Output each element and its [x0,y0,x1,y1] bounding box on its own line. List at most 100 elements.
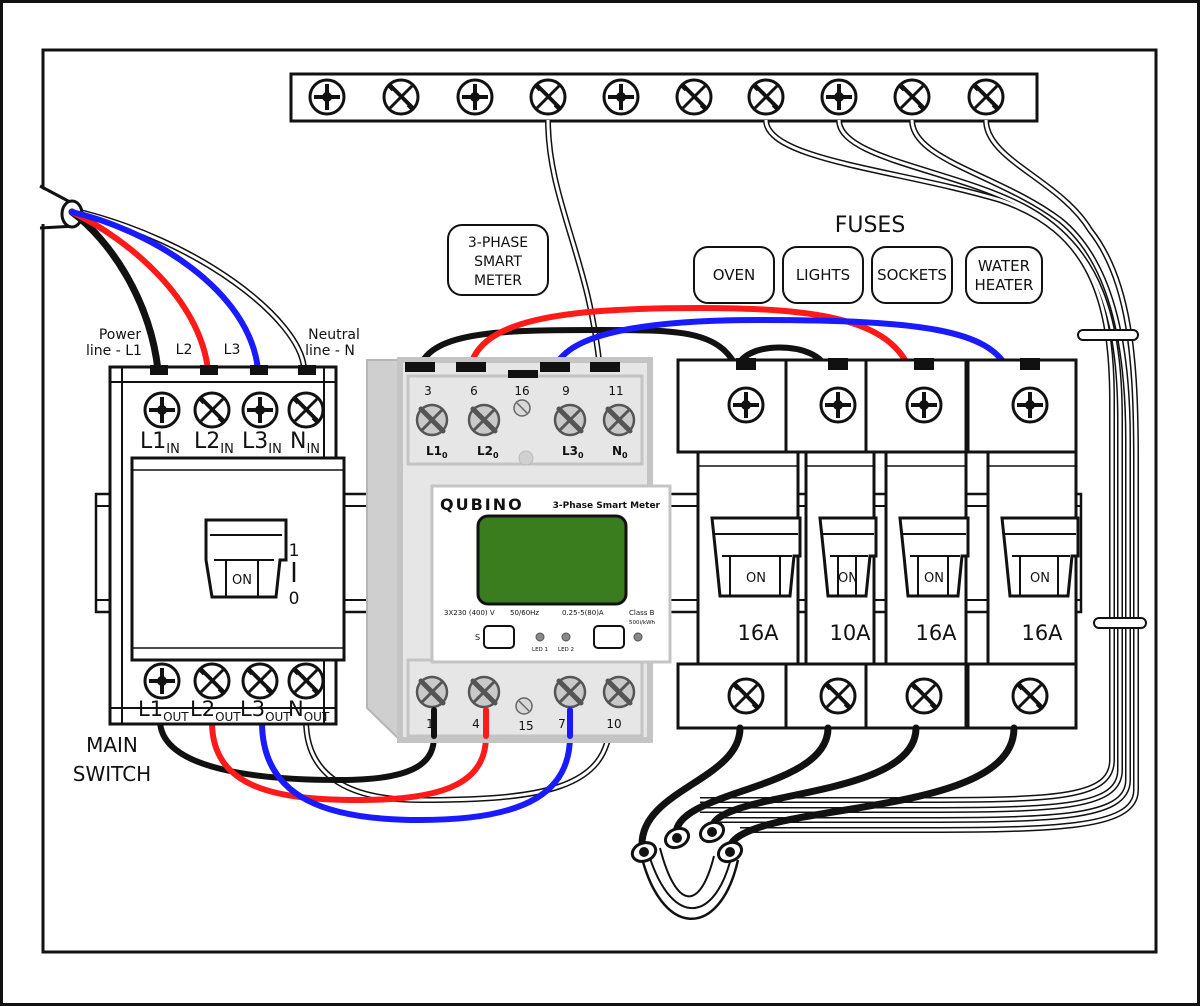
breaker-screw-icon [905,386,943,424]
terminal-screw-icon [241,391,279,429]
busbar-screw-icon [820,78,858,116]
meter-terminal-number: 16 [514,384,529,398]
switch-in-terminal-l2: L2IN [194,429,234,457]
breaker-on-label: ON [924,571,944,586]
meter-screw-icon [555,405,585,435]
main-switch-label-2: SWITCH [73,762,151,786]
callout-line-2: SMART [474,254,522,270]
breaker-lever[interactable]: ON [818,516,878,598]
meter-terminal-number: 15 [518,719,533,733]
breaker-terminal-slot [1020,358,1040,370]
busbar-screw-icon [384,80,418,114]
switch-out-terminal-l1: L1OUT [138,697,189,724]
fuse-label-sockets: SOCKETS [871,246,953,304]
terminal-screw-icon [143,662,181,700]
led2-icon [561,632,571,642]
meter-display [476,514,628,606]
switch-in-terminal-l3: L3IN [242,429,282,457]
neutral-line-label-2: line - N [305,343,355,359]
meter-terminal-number: 3 [424,384,432,398]
main-switch-label: MAIN [86,733,138,757]
terminal-screw-icon [195,393,229,427]
meter-spec-current: 0.25-5(80)A [562,609,604,617]
l3-label: L3 [224,342,241,358]
breaker-3: ON 16A [864,358,970,730]
smart-meter: 3 6 16 9 11 L10 L20 L30 N0 QUBINO 3-Phas… [366,357,672,743]
switch-out-terminal-l2: L2OUT [190,697,241,724]
meter-s-label: S [475,633,480,642]
meter-spec-class: Class B [629,609,655,617]
meter-impulse-label: 500i/kWh [629,620,656,626]
meter-terminal-number: 6 [470,384,478,398]
breaker-lever[interactable]: ON [1000,516,1080,598]
callout-line-1: 3-PHASE [468,235,528,251]
terminal-busbar [289,72,1039,123]
terminal-screw-icon [289,664,323,698]
meter-terminal-number: 10 [606,717,621,731]
terminal-screw-icon [195,664,229,698]
terminal-screw-icon [243,664,277,698]
meter-label-l2: L20 [477,444,499,460]
cable-tie [1093,617,1147,629]
busbar-screw-icon [677,80,711,114]
breaker-rating: 16A [915,621,957,645]
meter-terminal-number: 11 [608,384,623,398]
l2-label: L2 [176,342,193,358]
main-switch-lever[interactable]: ON [204,518,288,599]
led2-label: LED 2 [558,647,574,653]
meter-terminal-number: 4 [472,717,480,731]
callout-line-3: METER [474,273,522,289]
switch-out-terminal-l3: L3OUT [240,697,291,724]
main-switch: L1IN L2IN L3IN NIN ON 1 0 L1OUT L2OUT L3… [108,365,346,726]
busbar-screw-icon [456,78,494,116]
power-line-label: Power [99,327,142,343]
terminal-screw-icon [143,391,181,429]
meter-spec-frequency: 50/60Hz [510,609,539,617]
meter-label-l3: L30 [562,444,584,460]
lever-on-label: ON [232,573,252,588]
fuse-label-text: SOCKETS [877,266,947,284]
breaker-screw-icon [821,679,855,713]
busbar-screw-icon [531,80,565,114]
fuse-label-text: OVEN [713,266,756,284]
led1-icon [535,632,545,642]
meter-spec-voltage: 3X230 (400) V [444,609,495,617]
fuse-label-lights: LIGHTS [782,246,864,304]
breaker-rating: 16A [737,621,779,645]
breaker-screw-icon [907,679,941,713]
breaker-screw-icon [819,386,857,424]
wire-labels: Power line - L1 L2 L3 Neutral line - N [86,327,360,359]
switch-to-meter-wires [157,717,573,824]
breaker-on-label: ON [746,571,766,586]
busbar-screw-icon [895,80,929,114]
meter-screw-icon [555,677,585,707]
meter-right-button[interactable] [593,625,625,649]
breaker-on-label: ON [838,571,858,586]
switch-out-terminal-n: NOUT [288,697,330,724]
meter-model-label: 3-Phase Smart Meter [553,501,661,511]
breaker-screw-icon [727,386,765,424]
fuse-label-oven: OVEN [693,246,775,304]
breaker-terminal-slot [736,358,756,370]
incoming-wires [68,208,261,374]
neutral-line-label: Neutral [308,327,360,343]
meter-screw-icon [604,405,634,435]
load-cables [630,724,1018,920]
breaker-lever[interactable]: ON [898,516,970,598]
breaker-lever[interactable]: ON [710,516,802,598]
breaker-on-label: ON [1030,571,1050,586]
breaker-terminal-slot [828,358,848,370]
breaker-screw-icon [729,679,763,713]
terminal-screw-icon [289,393,323,427]
meter-s-button[interactable] [483,625,515,649]
busbar-screw-icon [602,78,640,116]
meter-brand-logo: QUBINO [440,495,524,514]
position-on-label: 1 [289,541,300,561]
meter-screw-icon [469,405,499,435]
